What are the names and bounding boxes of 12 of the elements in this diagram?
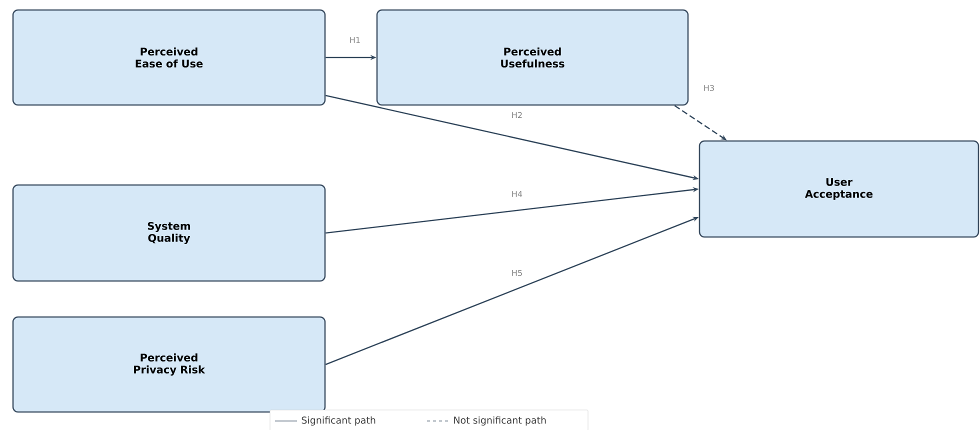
- construct-box: System Quality: [12, 184, 326, 282]
- construct-box: Perceived Privacy Risk: [12, 316, 326, 413]
- legend-label: Significant path: [302, 416, 376, 426]
- edge-label: H2: [510, 111, 524, 119]
- construct-box: Perceived Usefulness: [376, 9, 689, 106]
- edge-label: H5: [510, 269, 524, 277]
- edge-label: H4: [510, 190, 524, 198]
- legend-label: Not significant path: [454, 416, 546, 426]
- construct-box: User Acceptance: [698, 140, 980, 238]
- construct-box: Perceived Ease of Use: [12, 9, 326, 106]
- edge-label: H3: [702, 84, 716, 92]
- edge-label: H1: [348, 36, 362, 44]
